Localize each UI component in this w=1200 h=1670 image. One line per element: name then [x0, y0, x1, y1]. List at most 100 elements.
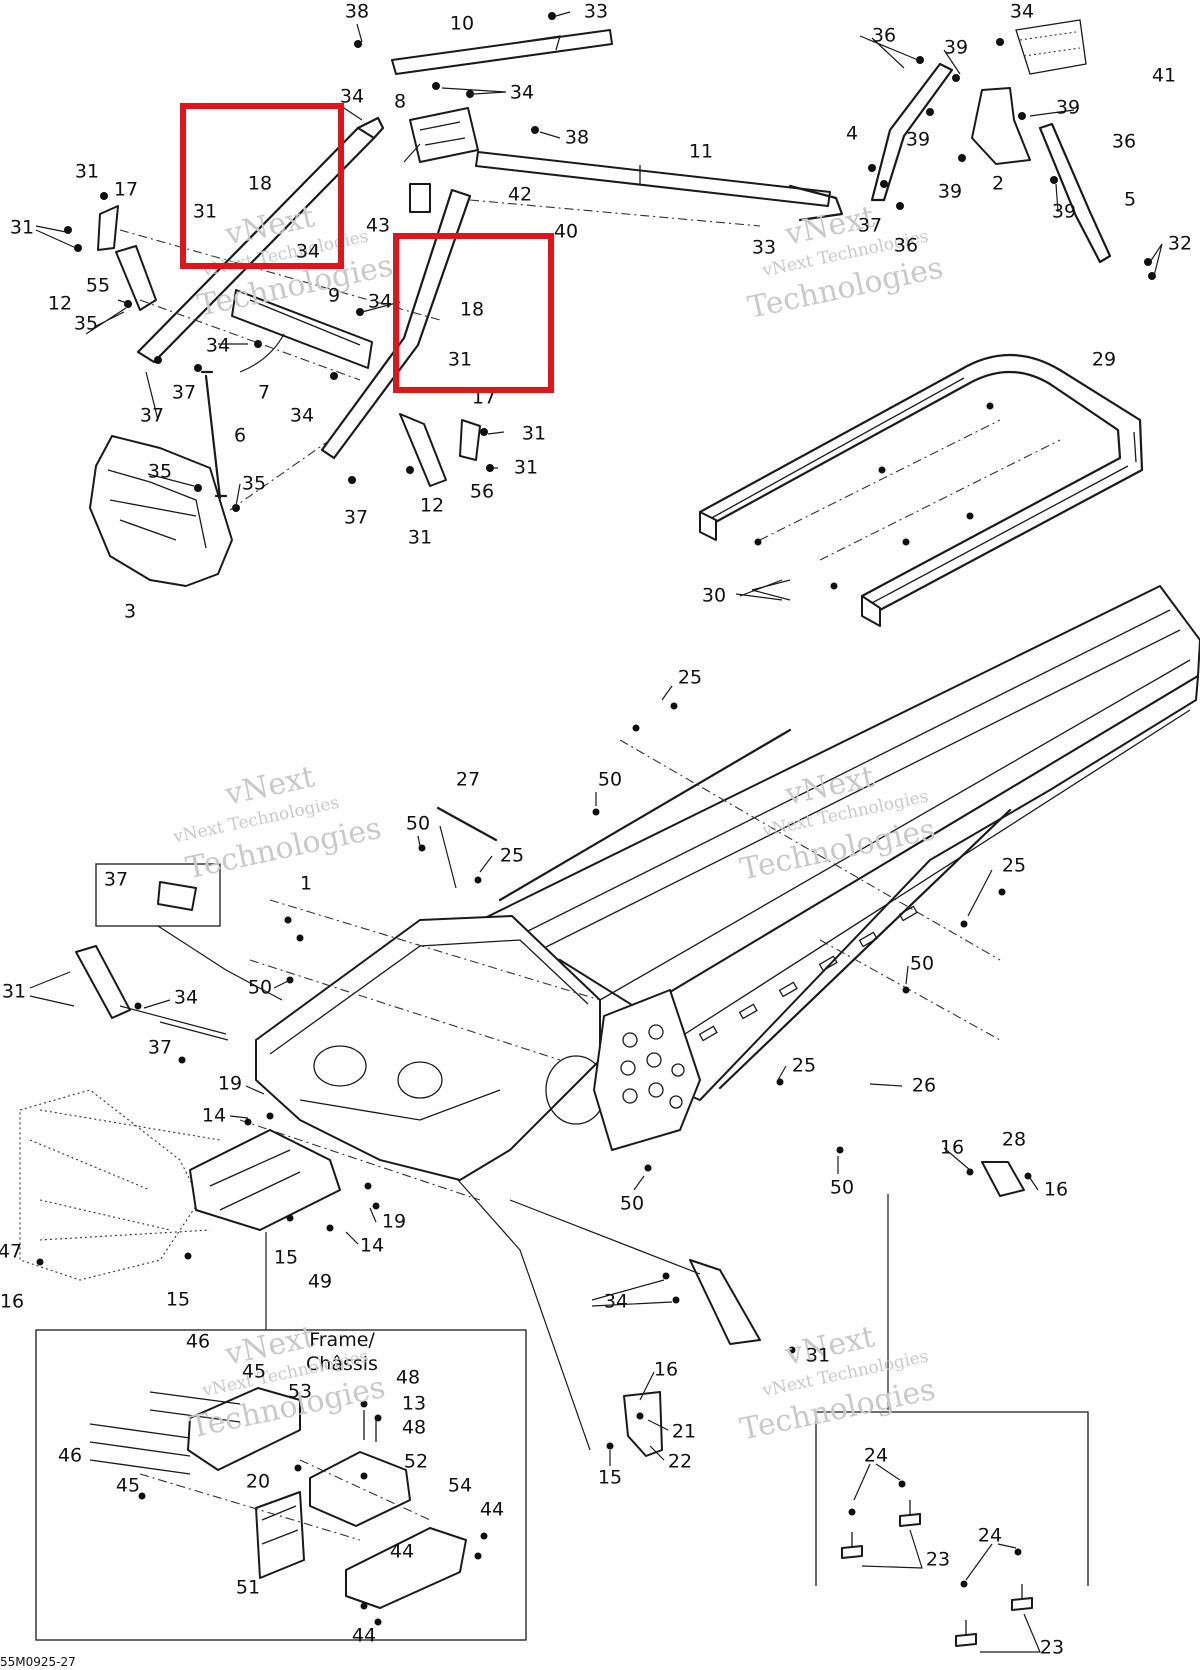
callout-31: 31	[514, 457, 538, 479]
callout-34: 34	[1010, 1, 1034, 23]
front-bolts	[64, 12, 556, 512]
callout-34: 34	[206, 335, 230, 357]
callout-15: 15	[598, 1467, 622, 1489]
callout-16: 16	[1044, 1179, 1068, 1201]
strap-27	[436, 806, 498, 842]
callout-8: 8	[394, 91, 406, 113]
crossmember-9	[231, 289, 373, 369]
callout-30: 30	[702, 585, 726, 607]
callout-1: 1	[300, 873, 312, 895]
callout-7: 7	[258, 382, 270, 404]
tube-18-left-top	[356, 116, 385, 140]
fastener-23-c	[955, 1633, 977, 1647]
callout-39: 39	[938, 181, 962, 203]
fastener-23-d	[1011, 1597, 1033, 1611]
callout-25: 25	[678, 667, 702, 689]
bracket-17-right	[459, 419, 481, 461]
callout-25: 25	[500, 845, 524, 867]
callout-16: 16	[654, 1359, 678, 1381]
arm-5	[1038, 122, 1112, 264]
callout-37: 37	[858, 215, 882, 237]
callout-12: 12	[420, 495, 444, 517]
callout-28: 28	[1002, 1129, 1026, 1151]
watermark-3: vNext vNext Technologies Technologies	[171, 760, 385, 887]
callout-19: 19	[218, 1073, 242, 1095]
callout-38: 38	[565, 127, 589, 149]
callout-50: 50	[910, 953, 934, 975]
inset-bolt-rods	[89, 1391, 377, 1475]
callout-4: 4	[846, 123, 858, 145]
callout-51: 51	[236, 1577, 260, 1599]
callout-50: 50	[248, 977, 272, 999]
callout-3: 3	[124, 601, 136, 623]
inset-bracket-54	[345, 1527, 467, 1609]
callout-18: 18	[460, 299, 484, 321]
callout-16: 16	[0, 1291, 24, 1313]
bracket-17-left	[97, 205, 119, 251]
callout-41: 41	[1152, 65, 1176, 87]
block-2	[971, 87, 1031, 165]
callout-15: 15	[274, 1247, 298, 1269]
callout-44: 44	[480, 1499, 504, 1521]
inset-plate-51	[255, 1491, 305, 1579]
leader-arrow-31-34	[119, 1005, 227, 1035]
callout-37: 37	[148, 1037, 172, 1059]
callout-leaders	[29, 11, 1163, 1466]
fastener-23-a	[841, 1545, 863, 1559]
callout-44: 44	[390, 1541, 414, 1563]
callout-31: 31	[408, 527, 432, 549]
callout-37: 37	[172, 382, 196, 404]
tunnel-slots	[698, 905, 918, 1042]
callout-16: 16	[940, 1137, 964, 1159]
callout-2: 2	[992, 173, 1004, 195]
callout-37: 37	[344, 507, 368, 529]
callout-53: 53	[288, 1381, 312, 1403]
callout-6: 6	[234, 425, 246, 447]
callout-35: 35	[242, 473, 266, 495]
strut-6	[204, 374, 222, 500]
callout-23: 23	[926, 1549, 950, 1571]
callout-56: 56	[470, 481, 494, 503]
inset-bracket-52	[309, 1451, 411, 1527]
callout-21: 21	[672, 1421, 696, 1443]
arm-4	[870, 62, 954, 202]
callout-40: 40	[554, 221, 578, 243]
callout-34: 34	[340, 86, 364, 108]
callout-45: 45	[242, 1361, 266, 1383]
inset-23-24-frame	[815, 1411, 1089, 1586]
callout-34: 34	[174, 987, 198, 1009]
callout-48: 48	[396, 1367, 420, 1389]
callout-17: 17	[114, 179, 138, 201]
callout-20: 20	[246, 1471, 270, 1493]
bracket-55	[115, 245, 157, 311]
inset-frame-chassis: Frame/ Châssis	[35, 1329, 527, 1641]
callout-52: 52	[404, 1451, 428, 1473]
side-plate-holes	[620, 1024, 685, 1109]
callout-43: 43	[366, 215, 390, 237]
side-plate	[593, 989, 701, 1151]
callout-44: 44	[352, 1625, 376, 1647]
bracket-8	[409, 107, 479, 163]
rail-end-right	[861, 595, 881, 627]
inset-title-line1: Frame/	[309, 1329, 375, 1351]
spacer-43	[409, 183, 431, 213]
callout-29: 29	[1092, 349, 1116, 371]
callout-45: 45	[116, 1475, 140, 1497]
callout-31: 31	[75, 161, 99, 183]
callout-24: 24	[864, 1445, 888, 1467]
engine-cradle	[255, 915, 601, 1181]
callout-50: 50	[406, 813, 430, 835]
inset-title-line2: Châssis	[306, 1353, 378, 1375]
callout-18: 18	[248, 173, 272, 195]
bumper-3	[89, 435, 233, 587]
callout-36: 36	[1112, 131, 1136, 153]
callout-34: 34	[510, 82, 534, 104]
callout-39: 39	[1056, 97, 1080, 119]
callout-36: 36	[894, 235, 918, 257]
main-chassis	[19, 585, 1200, 1457]
callout-36: 36	[872, 25, 896, 47]
highlight-box-right-18	[393, 233, 554, 393]
steering-arm-assembly	[868, 19, 1156, 280]
